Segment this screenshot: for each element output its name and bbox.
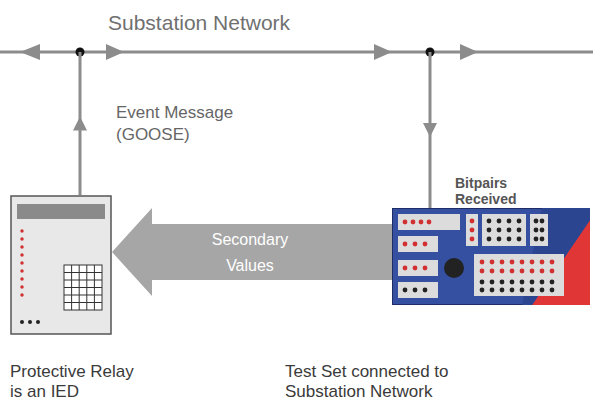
network-arrowhead (106, 44, 124, 60)
test-set: Test Set connected to Substation Network (392, 208, 590, 305)
device-caption: Test Set connected to Substation Network (285, 362, 515, 402)
bitpairs-connector (429, 52, 432, 208)
connector-label: Event Message (GOOSE) (116, 102, 251, 146)
connector-label: Bitpairs Received (455, 175, 565, 207)
network-arrowhead (460, 44, 478, 60)
network-title: Substation Network (108, 10, 438, 36)
test-set-illustration (392, 208, 590, 305)
network-arrowhead (20, 44, 40, 60)
protective-relay: Protective Relay is an IED (10, 195, 112, 335)
network-line (0, 51, 593, 54)
device-caption: Protective Relay is an IED (10, 362, 150, 402)
secondary-values-arrow (112, 208, 392, 296)
network-band: Substation Network (0, 0, 593, 52)
relay-illustration (10, 195, 112, 335)
network-arrowhead (374, 44, 392, 60)
connector-label: Secondary Values (190, 227, 310, 279)
goose-connector (79, 52, 82, 195)
